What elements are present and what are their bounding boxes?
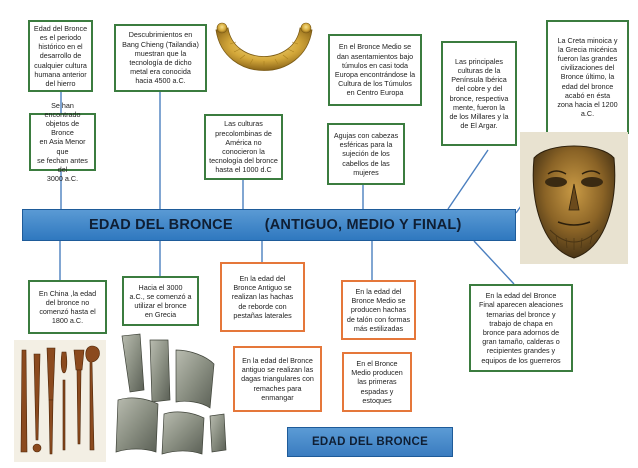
main-title-banner: EDAD DEL BRONCE (ANTIGUO, MEDIO Y FINAL): [22, 209, 516, 241]
box-bang-chieng-text: Descubrimientos en Bang Chieng (Tailandi…: [122, 30, 199, 86]
box-grecia-text: Hacia el 3000 a.C., se comenzó a utiliza…: [129, 282, 192, 320]
connector-peninsula: [447, 149, 489, 210]
box-peninsula-iberica: Las principales culturas de la Península…: [441, 41, 517, 146]
box-antiguo-hachas-text: En la edad del Bronce Antiguo se realiza…: [231, 273, 294, 320]
box-edad-periodo-text: Edad del Bronce es el periodo histórico …: [33, 23, 88, 89]
box-grecia: Hacia el 3000 a.C., se comenzó a utiliza…: [122, 276, 199, 326]
box-edad-periodo: Edad del Bronce es el periodo histórico …: [28, 20, 93, 92]
box-peninsula-iberica-text: Las principales culturas de la Península…: [449, 56, 509, 131]
banner-subtitle: (ANTIGUO, MEDIO Y FINAL): [264, 217, 462, 233]
bronze-axes-image: [115, 333, 227, 455]
box-antiguo-hachas: En la edad del Bronce Antiguo se realiza…: [220, 262, 305, 332]
box-agujas: Agujas con cabezas esféricas para la suj…: [327, 123, 405, 185]
footer-label: EDAD DEL BRONCE: [287, 427, 453, 457]
box-agujas-text: Agujas con cabezas esféricas para la suj…: [333, 130, 399, 177]
box-creta-text: La Creta minoica y la Grecia micénica fu…: [557, 35, 618, 119]
box-medio-hachas: En la edad del Bronce Medio se producen …: [341, 280, 416, 340]
box-antiguo-dagas: En la edad del Bronce antiguo se realiza…: [233, 346, 322, 412]
box-bang-chieng: Descubrimientos en Bang Chieng (Tailandi…: [114, 24, 207, 92]
box-medio-espadas: En el Bronce Medio producen las primeras…: [342, 352, 412, 412]
gold-torc-image: [215, 22, 313, 71]
box-precolombinas-text: Las culturas precolombinas de América no…: [209, 119, 278, 175]
box-final-aleaciones: En la edad del Bronce Final aparecen ale…: [469, 284, 573, 372]
connector-final: [473, 240, 515, 285]
box-bronce-medio-tumulos: En el Bronce Medio se dan asentamientos …: [328, 34, 422, 106]
box-precolombinas: Las culturas precolombinas de América no…: [204, 114, 283, 180]
box-asia-menor-text: Se han encontrado objetos de Bronce en A…: [37, 100, 88, 184]
box-antiguo-dagas-text: En la edad del Bronce antiguo se realiza…: [241, 355, 314, 402]
footer-label-text: EDAD DEL BRONCE: [311, 436, 429, 448]
box-medio-espadas-text: En el Bronce Medio producen las primeras…: [351, 358, 403, 405]
box-china-text: En China ,la edad del bronce no comenzó …: [38, 288, 97, 326]
box-medio-hachas-text: En la edad del Bronce Medio se producen …: [346, 286, 411, 333]
agamemnon-mask-image: [520, 132, 628, 264]
bronze-tools-image: [14, 340, 106, 462]
box-china: En China ,la edad del bronce no comenzó …: [28, 280, 107, 334]
box-bronce-medio-tumulos-text: En el Bronce Medio se dan asentamientos …: [334, 42, 416, 98]
box-asia-menor: Se han encontrado objetos de Bronce en A…: [29, 101, 96, 183]
banner-title: EDAD DEL BRONCE: [89, 217, 233, 233]
box-final-aleaciones-text: En la edad del Bronce Final aparecen ale…: [479, 291, 563, 365]
box-creta: La Creta minoica y la Grecia micénica fu…: [546, 20, 629, 134]
